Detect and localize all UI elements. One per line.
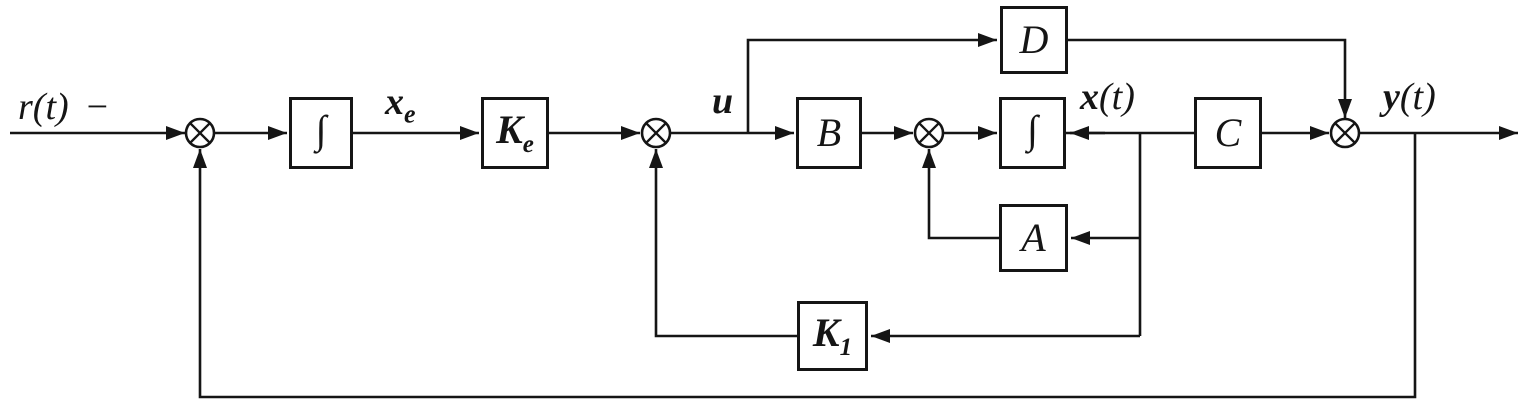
gain-c-block: C [1194,97,1262,169]
u-to-d-feedforward-line [746,33,997,133]
gain-d-block: D [1000,6,1068,74]
gain-k1-block: K1 [797,301,868,371]
output-signal-suffix: (t) [1399,76,1436,118]
minus-sign: − [86,86,109,128]
gain-d-label: D [1019,17,1049,62]
integral-symbol: ∫ [315,107,327,152]
control-signal-text: u [712,80,734,122]
summing-junction-state [913,117,945,149]
k1-to-sum2-feedback-line [649,149,797,338]
a-to-sum3-feedback-line [922,149,999,240]
gain-ke-main: K [496,106,523,152]
summing-junction-input [184,117,216,149]
output-signal-main: y [1383,76,1400,118]
integral-symbol: ∫ [1027,107,1038,152]
gain-b-label: B [816,110,842,155]
error-state-subscript: e [404,99,416,129]
input-signal-text: r(t) [18,86,69,128]
gain-k1-label: K1 [812,309,853,361]
summing-junction-output [1329,117,1361,149]
gain-b-block: B [796,97,862,169]
gain-c-label: C [1214,110,1242,155]
output-signal-label: y(t) [1383,78,1436,116]
state-integrator-block: ∫ [999,97,1066,169]
gain-k1-main: K [812,309,840,355]
summing-junctions [184,117,1361,149]
error-state-label: xe [385,83,416,128]
gain-ke-block: Ke [481,97,549,169]
gain-ke-label: Ke [496,106,534,158]
error-integrator-block: ∫ [289,97,353,169]
input-signal-label: r(t)− [18,88,108,126]
state-signal-suffix: (t) [1099,76,1135,118]
d-to-sum4-line [1068,38,1352,118]
gain-k1-subscript: 1 [839,333,853,361]
state-signal-label: x(t) [1080,78,1135,116]
output-feedback-line [193,133,1417,399]
state-signal-main: x [1080,76,1099,118]
control-signal-label: u [712,82,733,120]
gain-ke-subscript: e [522,130,534,158]
error-state-main: x [385,81,404,123]
summing-junction-control [640,117,672,149]
gain-a-label: A [1021,215,1046,260]
gain-a-block: A [999,204,1068,272]
